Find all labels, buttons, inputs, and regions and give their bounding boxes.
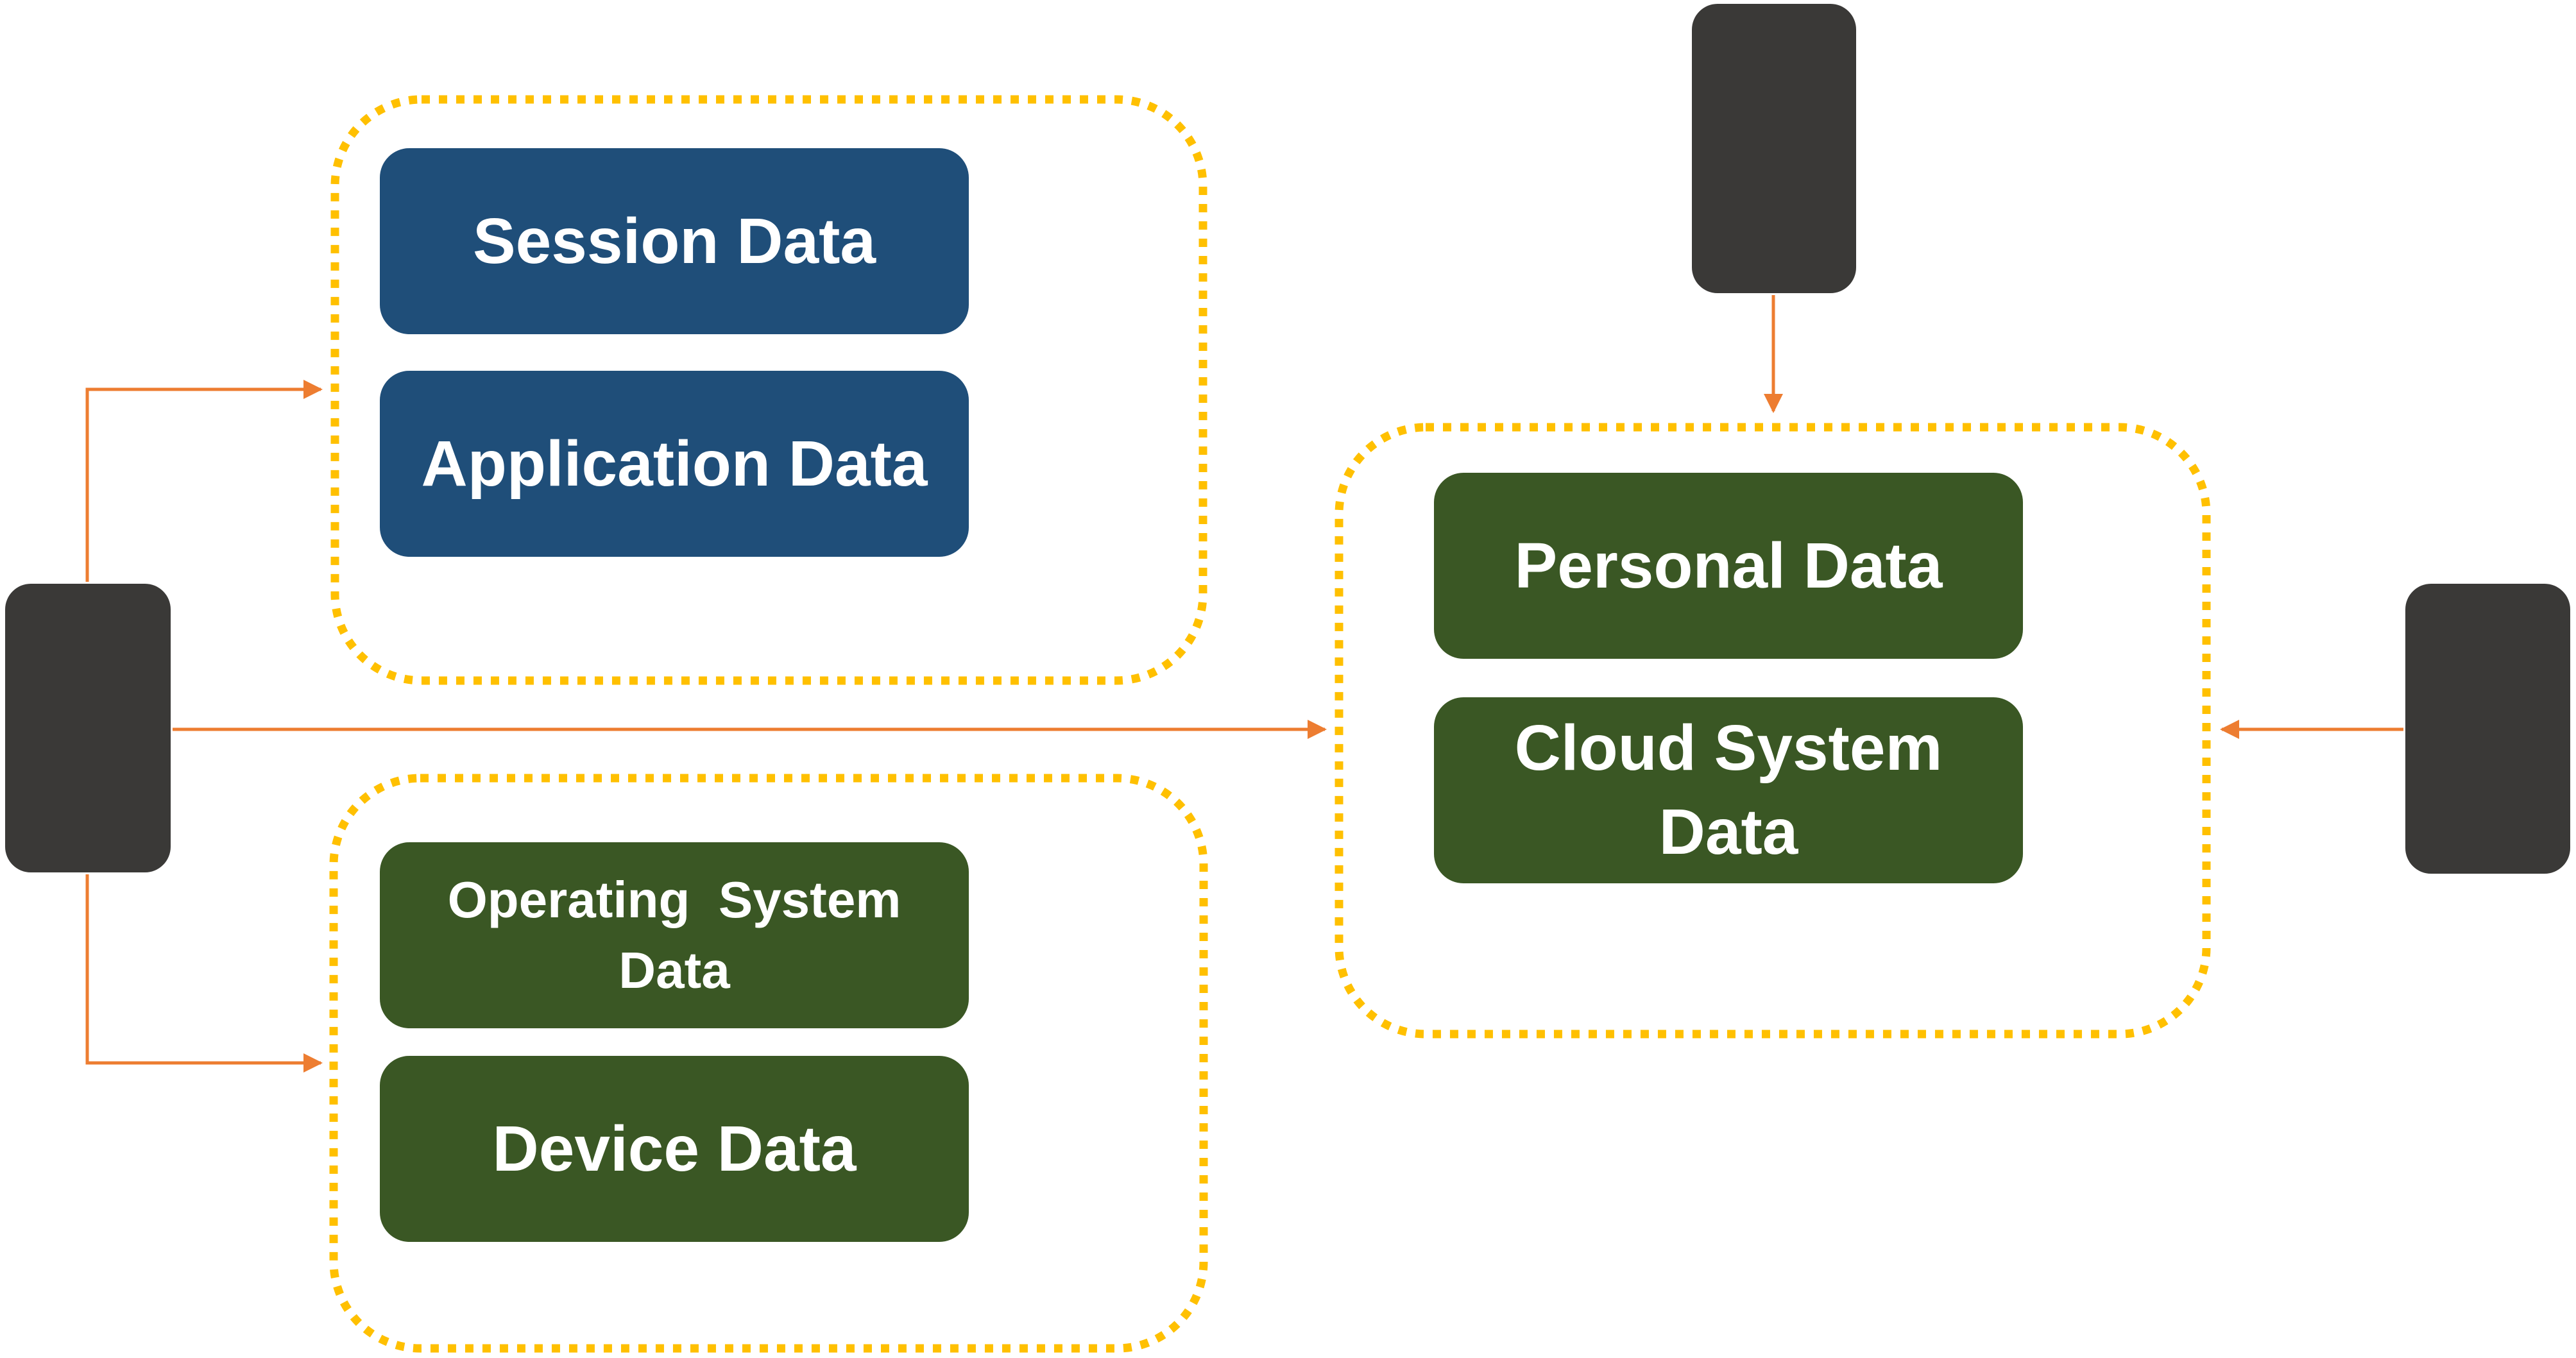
actor-node-top xyxy=(1692,4,1856,293)
actor-node-right xyxy=(2405,584,2570,874)
device-data-label: Device Data xyxy=(492,1112,857,1185)
personal-data-box: Personal Data xyxy=(1434,473,2023,659)
arrow-left-to-os-device xyxy=(85,874,323,1073)
operating-system-data-box: Operating System Data xyxy=(380,842,969,1028)
group-container-app-session xyxy=(330,95,1207,685)
session-data-box: Session Data xyxy=(380,148,969,334)
application-data-box: Application Data xyxy=(380,371,969,557)
operating-system-data-label: Operating System Data xyxy=(447,871,901,999)
actor-node-left xyxy=(5,584,171,872)
cloud-system-data-box: Cloud System Data xyxy=(1434,697,2023,883)
arrow-left-to-app-session xyxy=(85,380,323,582)
cloud-system-data-label: Cloud System Data xyxy=(1514,712,1943,868)
group-container-personal-cloud xyxy=(1335,423,2211,1039)
session-data-label: Session Data xyxy=(472,205,876,277)
personal-data-label: Personal Data xyxy=(1514,529,1943,602)
device-data-box: Device Data xyxy=(380,1056,969,1242)
group-container-os-device xyxy=(329,774,1208,1353)
application-data-label: Application Data xyxy=(421,427,928,500)
